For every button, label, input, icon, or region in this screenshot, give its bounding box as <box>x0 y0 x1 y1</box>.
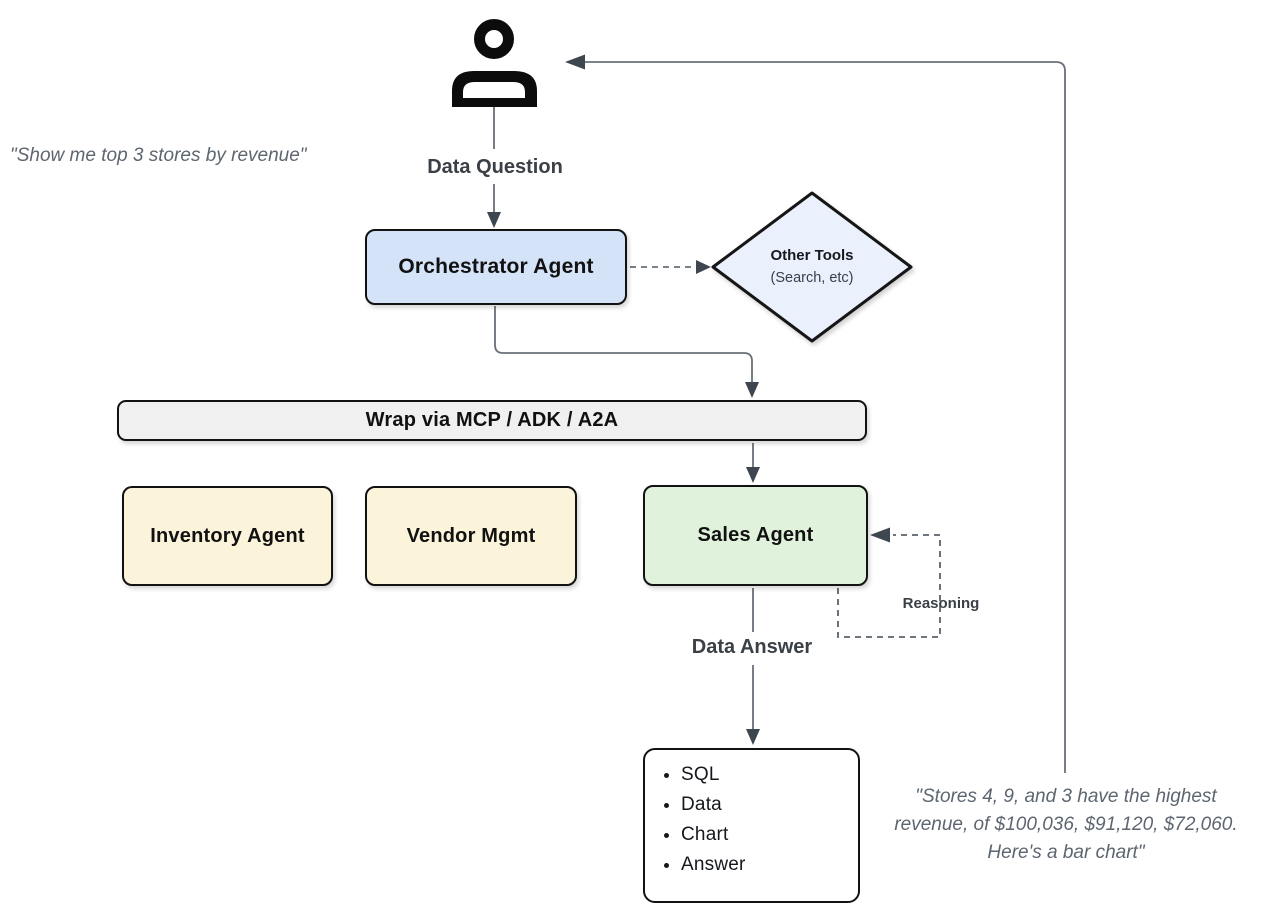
other-tools-title: Other Tools <box>770 247 854 264</box>
orchestrator-to-wrap-arrow <box>494 306 759 398</box>
output-list-item: Data <box>681 790 746 820</box>
other-tools-dashed-arrow <box>630 260 711 274</box>
other-tools-diamond-shape <box>711 191 913 343</box>
other-tools-node: Other Tools (Search, etc) <box>737 245 887 289</box>
data-answer-arrow <box>746 588 760 745</box>
answer-quote-line: revenue, of $100,036, $91,120, $72,060. <box>894 814 1238 835</box>
wrap-to-sales-arrow <box>746 443 760 483</box>
answer-quote-line: "Stores 4, 9, and 3 have the highest <box>915 786 1217 807</box>
data-answer-label: Data Answer <box>691 636 813 658</box>
sales-agent-node: Sales Agent <box>643 485 868 586</box>
orchestrator-agent-node: Orchestrator Agent <box>365 229 627 305</box>
output-list-node: SQL Data Chart Answer <box>643 748 860 903</box>
output-list: SQL Data Chart Answer <box>645 760 746 880</box>
data-question-arrow <box>487 107 501 228</box>
other-tools-subtitle: (Search, etc) <box>770 270 854 286</box>
inventory-agent-node: Inventory Agent <box>122 486 333 586</box>
data-question-label: Data Question <box>427 156 563 178</box>
wrap-protocol-bar-node: Wrap via MCP / ADK / A2A <box>117 400 867 441</box>
user-question-quote: "Show me top 3 stores by revenue" <box>10 145 307 166</box>
output-list-item: Chart <box>681 820 746 850</box>
answer-quote: "Stores 4, 9, and 3 have the highest rev… <box>866 783 1264 867</box>
vendor-mgmt-node: Vendor Mgmt <box>365 486 577 586</box>
feedback-arrow <box>565 54 1066 773</box>
person-icon <box>452 19 537 107</box>
output-list-item: Answer <box>681 850 746 880</box>
reasoning-label: Reasoning <box>902 595 980 612</box>
answer-quote-line: Here's a bar chart" <box>987 842 1145 863</box>
reasoning-loop-arrow <box>837 527 941 638</box>
output-list-item: SQL <box>681 760 746 790</box>
